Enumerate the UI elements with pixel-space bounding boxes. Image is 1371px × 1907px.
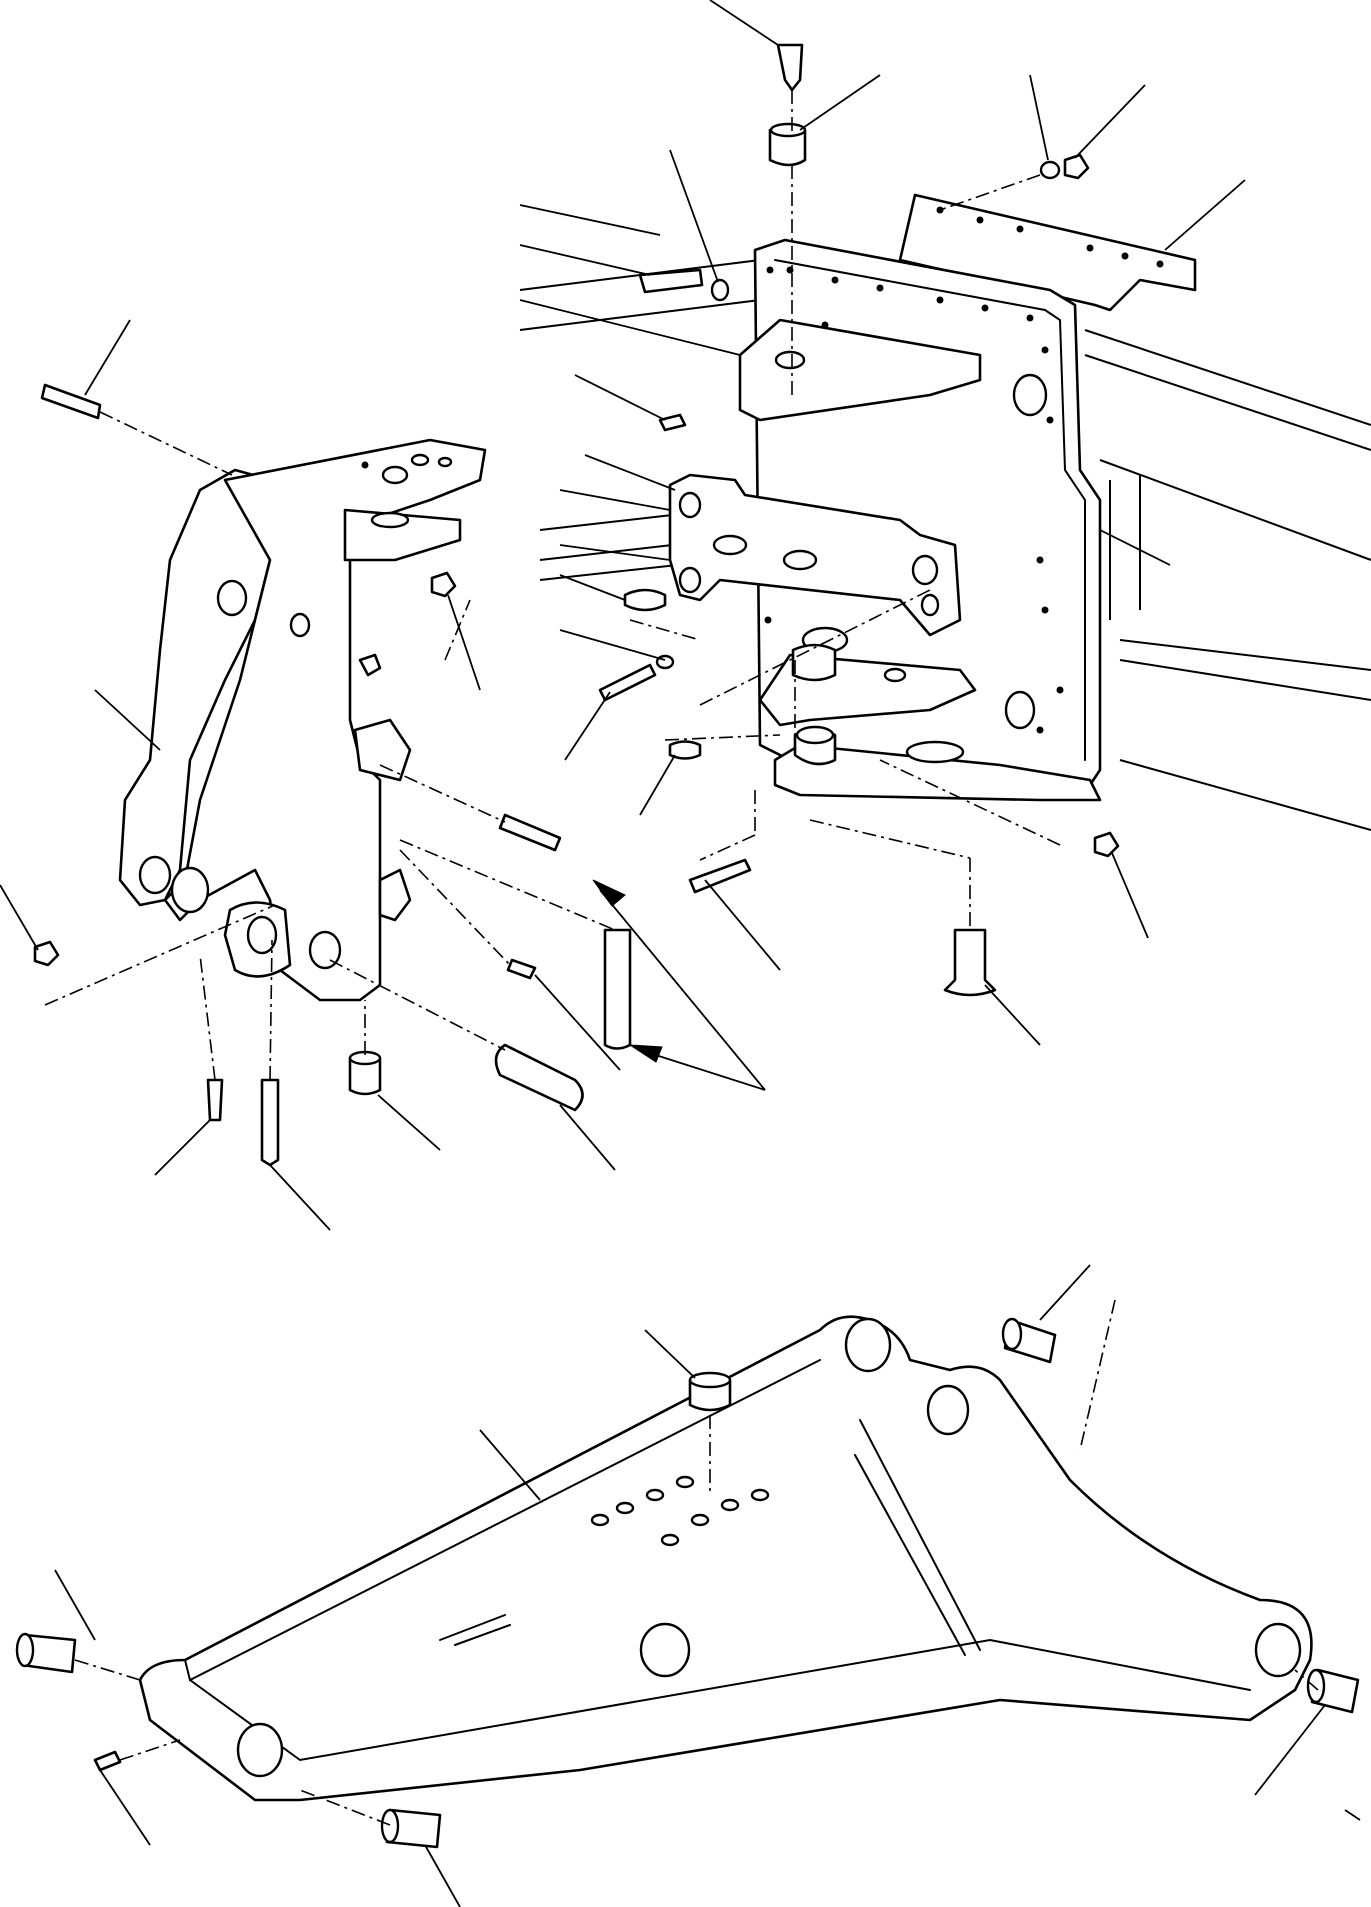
swing-bracket-front-plate [163, 438, 487, 1002]
mid-bolt [598, 663, 657, 702]
top-pivot-bracket [738, 318, 982, 422]
grease-nipple-bracket [506, 958, 537, 980]
grease-nipple-left [206, 1078, 224, 1122]
washer-top-right [1039, 160, 1061, 180]
dowel-pin [603, 928, 632, 1050]
lower-pivot-boss [791, 643, 837, 682]
bottom-pivot-plate [773, 743, 1102, 802]
assembly-arrows [592, 879, 766, 1091]
small-parts [15, 43, 1360, 1849]
bottom-pivot-pin [943, 928, 997, 997]
frame-bolt [638, 268, 704, 294]
frame-holes [764, 266, 1064, 734]
boom-assembly [138, 1315, 1313, 1802]
nut-left-small [358, 653, 382, 677]
boom-body [138, 1315, 1313, 1802]
swing-bracket-bolt [498, 813, 562, 852]
long-bolt [260, 1078, 280, 1167]
top-bush [768, 128, 807, 167]
bush-lower-left [348, 1056, 382, 1096]
nut-far-left [33, 940, 60, 967]
boom-grease-nipple [93, 1750, 122, 1772]
washer-lower [668, 740, 702, 760]
washer-left-mid [623, 588, 667, 612]
nut-left-bracket [430, 571, 457, 598]
assembly-center-lines [44, 90, 1319, 1826]
boom-holes [590, 1475, 770, 1547]
swing-bracket-assembly [118, 438, 487, 1002]
top-pivot-pin [776, 43, 804, 92]
nut-top-right [1063, 153, 1090, 180]
swing-bracket-lower-arm [353, 718, 412, 782]
cross-plate-holes [936, 206, 1164, 268]
pivot-pin-lower [494, 1043, 584, 1112]
left-bracket-bolt [40, 383, 102, 420]
nut-right [1093, 831, 1120, 858]
swing-bracket-lug-lower [378, 868, 412, 922]
kingpost-frame-assembly [668, 193, 1197, 802]
chassis-frame-lines [519, 259, 1371, 831]
bottom-bolt [688, 858, 752, 894]
grease-nipple-upper [658, 413, 687, 432]
